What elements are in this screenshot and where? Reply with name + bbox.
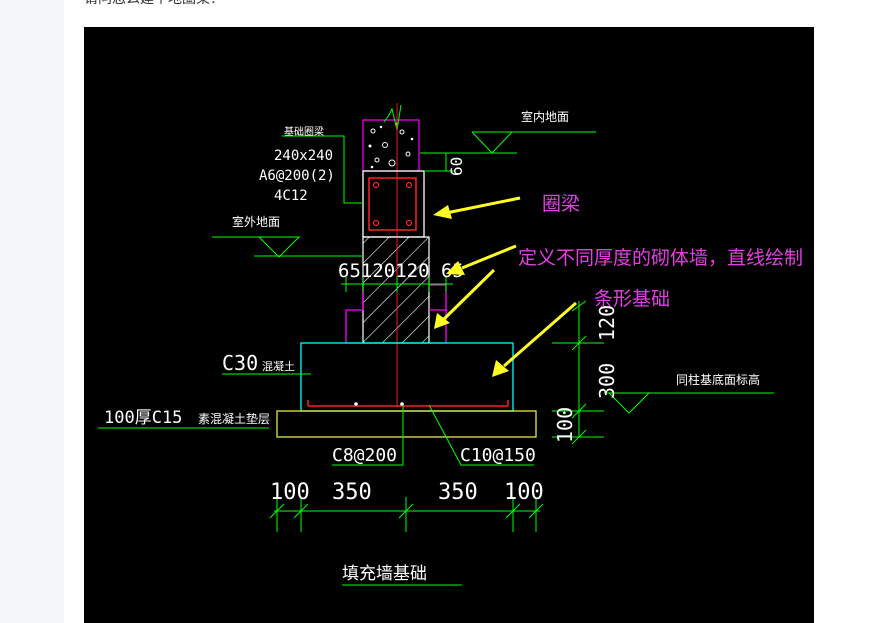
dim-300: 300 [595, 363, 619, 399]
dim-100-vertical: 100 [553, 407, 577, 443]
cad-drawing-image: 基础圈梁 240x240 A6@200(2) 4C12 室内地面 室外地面 60… [84, 27, 814, 623]
indoor-floor-symbol [420, 131, 596, 154]
height-dimension [552, 300, 604, 445]
dim-100-right: 100 [504, 480, 544, 505]
concrete-unit: 混凝土 [262, 359, 295, 373]
ring-beam [362, 170, 425, 238]
cushion-label: 100厚C15 [104, 408, 182, 428]
arrow-ring-beam [433, 196, 521, 219]
wall-dim-text: 65120120 65 [338, 260, 464, 282]
outdoor-ground-label: 室外地面 [232, 214, 280, 229]
annotation-ring-beam: 圈梁 [542, 193, 580, 215]
dim-350-right: 350 [438, 480, 478, 505]
bar-c8-label: C8@200 [332, 445, 397, 466]
cad-drawing-svg: 基础圈梁 240x240 A6@200(2) 4C12 室内地面 室外地面 60… [98, 103, 803, 586]
annotation-strip-foundation: 条形基础 [594, 288, 670, 310]
question-text: 请问怎么建个地圈梁？ [84, 0, 224, 8]
bar-c10-label: C10@150 [460, 445, 536, 466]
dim-60: 60 [447, 157, 466, 176]
arrow-masonry-wall [434, 244, 517, 329]
indoor-floor-label: 室内地面 [521, 109, 569, 124]
bottom-width-dimension [269, 497, 544, 532]
arrow-strip-foundation [492, 301, 577, 377]
strip-foundation [276, 342, 537, 438]
left-gutter [0, 0, 64, 623]
wall-width-dimension [341, 277, 453, 292]
outdoor-ground-symbol [212, 236, 364, 258]
ring-beam-main-bar: 4C12 [274, 188, 308, 204]
ring-beam-stirrup: A6@200(2) [259, 168, 335, 184]
dim-120: 120 [595, 305, 619, 341]
concrete-grade: C30 [222, 351, 258, 375]
annotation-masonry-wall: 定义不同厚度的砌体墙，直线绘制 [518, 247, 803, 269]
cushion-unit: 素混凝土垫层 [198, 411, 270, 426]
dim-100-left: 100 [270, 480, 310, 505]
figure-title: 填充墙基础 [342, 564, 427, 584]
column-elevation-symbol [604, 392, 774, 414]
dim-350-left: 350 [332, 480, 372, 505]
ring-beam-title: 基础圈梁 [284, 125, 324, 138]
column-ref-label: 同柱基底面标高 [676, 372, 760, 387]
ring-beam-size: 240x240 [274, 148, 333, 164]
